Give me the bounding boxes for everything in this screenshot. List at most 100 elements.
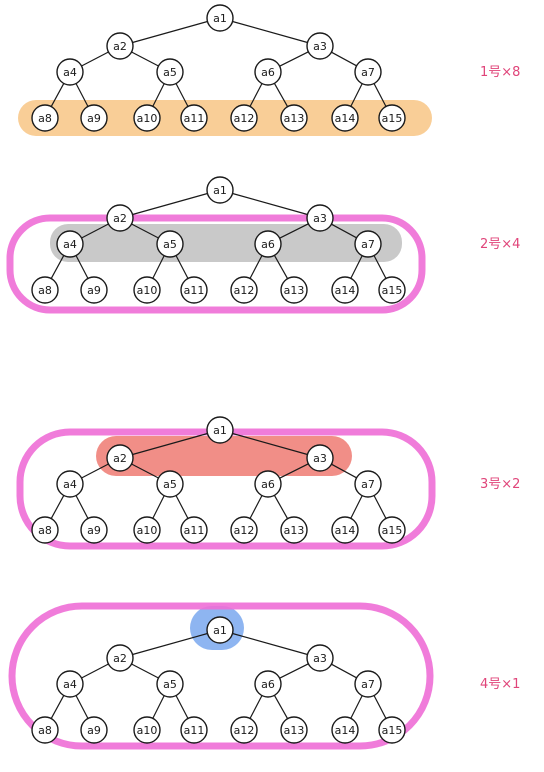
node-label: a12 (234, 724, 255, 737)
tree-edge (75, 495, 89, 519)
tree-node: a7 (354, 58, 382, 86)
tree-node: a5 (156, 470, 184, 498)
tree-node: a6 (254, 470, 282, 498)
tree-node: a9 (80, 516, 108, 544)
node-label: a13 (284, 284, 305, 297)
node-label: a6 (261, 238, 275, 251)
tree-node: a3 (306, 644, 334, 672)
node-label: a10 (137, 524, 158, 537)
tree-edge (152, 695, 165, 719)
node-label: a6 (261, 478, 275, 491)
tree-node: a13 (280, 516, 308, 544)
tree-edge (50, 695, 65, 719)
tree-node: a13 (280, 104, 308, 132)
node-label: a11 (184, 284, 205, 297)
tree-edge (132, 632, 208, 656)
tree-edge (232, 632, 308, 656)
tree-node: a11 (180, 716, 208, 744)
node-label: a6 (261, 678, 275, 691)
node-label: a6 (261, 66, 275, 79)
tree-node: a4 (56, 58, 84, 86)
tree-node: a8 (31, 516, 59, 544)
tree-node: a11 (180, 104, 208, 132)
tree-node: a12 (230, 276, 258, 304)
tree-node: a3 (306, 444, 334, 472)
tree-edge (81, 663, 109, 679)
tree-node: a5 (156, 230, 184, 258)
tree-edge (373, 83, 387, 107)
tree-edge (350, 695, 363, 719)
tree-node: a1 (206, 176, 234, 204)
tree-node: a3 (306, 204, 334, 232)
tree-node: a15 (378, 276, 406, 304)
tree-node: a8 (31, 276, 59, 304)
node-label: a13 (284, 524, 305, 537)
tree-node: a12 (230, 104, 258, 132)
node-label: a4 (63, 66, 77, 79)
node-label: a10 (137, 112, 158, 125)
node-label: a15 (382, 724, 403, 737)
tree-edge (331, 663, 357, 679)
node-label: a2 (113, 212, 127, 225)
tree-node: a10 (133, 104, 161, 132)
tree-edge (350, 255, 363, 279)
node-label: a7 (361, 238, 375, 251)
tree-edge (279, 663, 309, 679)
tree-node: a7 (354, 470, 382, 498)
tree-edge (279, 223, 309, 239)
node-label: a11 (184, 524, 205, 537)
tree-node: a13 (280, 276, 308, 304)
tree-node: a9 (80, 276, 108, 304)
tree-edge (232, 20, 308, 44)
tree-edge (373, 495, 387, 519)
tree-node: a7 (354, 670, 382, 698)
node-label: a3 (313, 212, 327, 225)
tree-edge (50, 83, 65, 107)
node-label: a14 (335, 112, 356, 125)
tree-edge (75, 695, 89, 719)
node-label: a12 (234, 284, 255, 297)
tree-edge (249, 695, 263, 719)
node-label: a3 (313, 40, 327, 53)
node-label: a8 (38, 524, 52, 537)
tree-node: a2 (106, 444, 134, 472)
node-label: a5 (163, 678, 177, 691)
node-label: a8 (38, 112, 52, 125)
tree-edge (249, 495, 263, 519)
tree-edge (373, 695, 387, 719)
node-label: a8 (38, 724, 52, 737)
tree-node: a5 (156, 58, 184, 86)
tree-edge (350, 495, 363, 519)
tree-node: a4 (56, 470, 84, 498)
tree-node: a5 (156, 670, 184, 698)
tree-node: a10 (133, 276, 161, 304)
node-label: a5 (163, 66, 177, 79)
tree-edge (331, 223, 357, 239)
tree-edge (175, 695, 189, 719)
node-label: a11 (184, 724, 205, 737)
tree-edge (75, 255, 89, 279)
tree-node: a9 (80, 104, 108, 132)
node-label: a2 (113, 652, 127, 665)
node-label: a5 (163, 478, 177, 491)
tree-node: a11 (180, 516, 208, 544)
tree-edge (81, 51, 109, 67)
tree-edge (249, 255, 263, 279)
node-label: a15 (382, 284, 403, 297)
tree-node: a11 (180, 276, 208, 304)
node-label: a4 (63, 678, 77, 691)
tree-edge (350, 83, 363, 107)
tree-node: a6 (254, 230, 282, 258)
node-label: a3 (313, 452, 327, 465)
node-label: a8 (38, 284, 52, 297)
node-label: a1 (213, 424, 227, 437)
node-label: a15 (382, 112, 403, 125)
tree-node: a3 (306, 32, 334, 60)
highlight-band (96, 436, 352, 476)
highlight-band (18, 100, 432, 136)
tree-node: a10 (133, 716, 161, 744)
highlight-band (50, 224, 402, 262)
tree-edge (331, 463, 357, 479)
